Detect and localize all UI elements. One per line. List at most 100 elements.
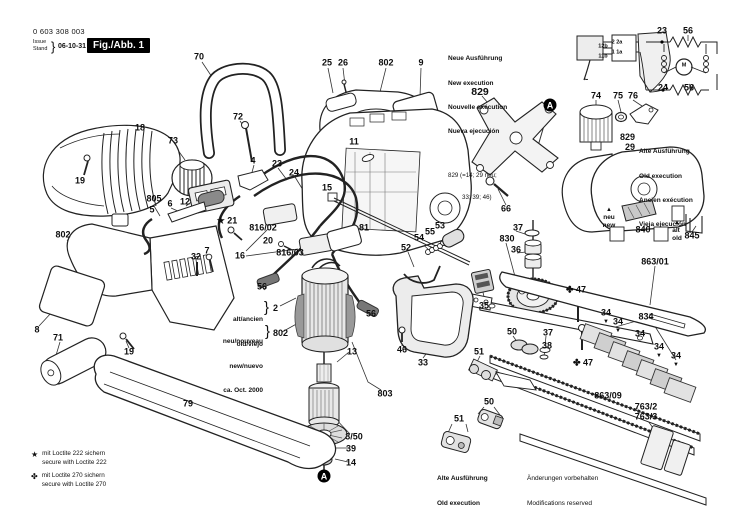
part-label: 11b bbox=[598, 53, 608, 60]
part-label: ▼ bbox=[656, 353, 662, 359]
part-label: 11 bbox=[349, 136, 359, 147]
motor-cap-parts bbox=[579, 103, 659, 151]
part-label: 13 bbox=[346, 346, 358, 357]
legend-loctite-222: ★ mit Loctite 222 sichern secure with Lo… bbox=[31, 450, 107, 466]
note-new-execution: Neue Ausführung New execution Nouvelle e… bbox=[448, 55, 508, 201]
part-label: 845 bbox=[684, 230, 700, 241]
part-label: M bbox=[681, 62, 687, 69]
part-label: 71 bbox=[52, 332, 64, 343]
bracket-829-new bbox=[471, 97, 559, 176]
part-label: 54 bbox=[413, 232, 425, 243]
motor-field bbox=[217, 155, 380, 353]
figure-label: Fig./Abb. 1 bbox=[87, 38, 151, 53]
part-label: ▼ bbox=[615, 328, 621, 334]
part-label: 14 bbox=[345, 457, 357, 468]
note-modifications: Änderungen vorbehalten Modifications res… bbox=[527, 475, 599, 507]
wiring-schematic bbox=[576, 31, 718, 97]
part-label: 830 bbox=[499, 233, 515, 244]
part-label: neu bbox=[603, 213, 615, 221]
part-label: old bbox=[672, 234, 682, 242]
part-label: 38 bbox=[541, 340, 553, 351]
part-label: 55 bbox=[424, 226, 436, 237]
note-old-execution-bottom: Alte Ausführung Old execution Ancien exé… bbox=[437, 475, 488, 507]
part-label: 802 bbox=[55, 229, 71, 240]
part-label: ▼ bbox=[603, 319, 609, 325]
part-label: ▼ bbox=[673, 362, 679, 368]
footplate bbox=[392, 275, 474, 358]
part-label: 33 bbox=[417, 357, 429, 368]
part-label: 37 bbox=[542, 327, 554, 338]
old-gear-housing bbox=[561, 146, 705, 242]
assembly-ref-badge: A bbox=[543, 98, 557, 112]
part-label: 19 bbox=[123, 346, 135, 357]
note-old-execution-right: 829 29 Alte Ausführung Old execution Anc… bbox=[620, 132, 693, 229]
star-icon: ★ bbox=[31, 450, 39, 459]
club-icon: ✤ bbox=[31, 472, 38, 481]
part-label: 12 bbox=[179, 196, 191, 207]
part-label: 32 bbox=[190, 251, 202, 262]
saw-blades bbox=[483, 271, 707, 506]
part-label: 34 bbox=[600, 307, 612, 318]
part-label: 24 bbox=[288, 167, 300, 178]
assembly-ref-badge: A bbox=[317, 469, 331, 483]
part-label: 56 bbox=[683, 82, 695, 93]
part-label: 56 bbox=[365, 308, 377, 319]
part-label: 56 bbox=[256, 281, 268, 292]
part-label: ▲ bbox=[674, 220, 680, 226]
part-label: 863/01 bbox=[641, 256, 669, 267]
part-label: 4 bbox=[250, 155, 256, 166]
part-label: 70 bbox=[193, 51, 205, 62]
part-label: 3/50 bbox=[345, 431, 363, 442]
part-label: alt bbox=[672, 226, 680, 234]
part-label: 39 bbox=[345, 443, 357, 454]
issue-stand-label: Issue Stand bbox=[33, 39, 48, 52]
part-label: 73 bbox=[167, 135, 179, 146]
part-label: 15 bbox=[321, 182, 333, 193]
part-label: 18 bbox=[134, 122, 146, 133]
part-label: 81 bbox=[358, 222, 370, 233]
part-label: 34 bbox=[653, 341, 665, 352]
part-label: ▲ bbox=[606, 207, 612, 213]
part-label: 7 bbox=[204, 245, 210, 256]
part-label: 52 bbox=[400, 242, 412, 253]
part-label: 51 bbox=[453, 413, 465, 424]
part-label: 840 bbox=[635, 224, 651, 235]
part-label: 37 bbox=[512, 222, 524, 233]
part-label: 20 bbox=[262, 235, 274, 246]
small-clamp-parts bbox=[440, 358, 537, 453]
part-label: ✤ 47 bbox=[565, 284, 587, 295]
part-label: 50 bbox=[506, 326, 518, 337]
part-label: new bbox=[602, 221, 616, 229]
part-label: 34 bbox=[612, 316, 624, 327]
document-number: 0 603 308 003 bbox=[33, 27, 85, 36]
part-label: 35 bbox=[478, 300, 490, 311]
part-label: 5 bbox=[149, 204, 155, 215]
part-label: 66 bbox=[500, 203, 512, 214]
part-label: 763/3 bbox=[634, 411, 658, 422]
part-label: 763/2 bbox=[634, 401, 658, 412]
part-label: 24 bbox=[657, 82, 669, 93]
part-label: 8 bbox=[34, 324, 40, 335]
part-label: 75 bbox=[612, 90, 624, 101]
part-label: 72 bbox=[232, 111, 244, 122]
part-label: 26 bbox=[337, 57, 349, 68]
main-housing bbox=[301, 108, 472, 256]
part-label: 25 bbox=[321, 57, 333, 68]
part-label: 816/03 bbox=[276, 247, 304, 258]
part-label: 34 bbox=[670, 350, 682, 361]
part-label: ✤ 47 bbox=[572, 357, 594, 368]
part-label: 56 bbox=[682, 25, 694, 36]
part-label: 803 bbox=[377, 388, 393, 399]
left-body bbox=[38, 223, 337, 470]
part-label: 53 bbox=[434, 220, 446, 231]
part-label: 23 bbox=[271, 158, 283, 169]
shim-stack bbox=[579, 323, 697, 403]
part-label: 51 bbox=[473, 346, 485, 357]
part-label: 816/02 bbox=[249, 222, 277, 233]
part-label: 16 bbox=[234, 250, 246, 261]
part-label: 12b bbox=[598, 43, 608, 50]
part-label: 2 2a bbox=[611, 39, 623, 46]
